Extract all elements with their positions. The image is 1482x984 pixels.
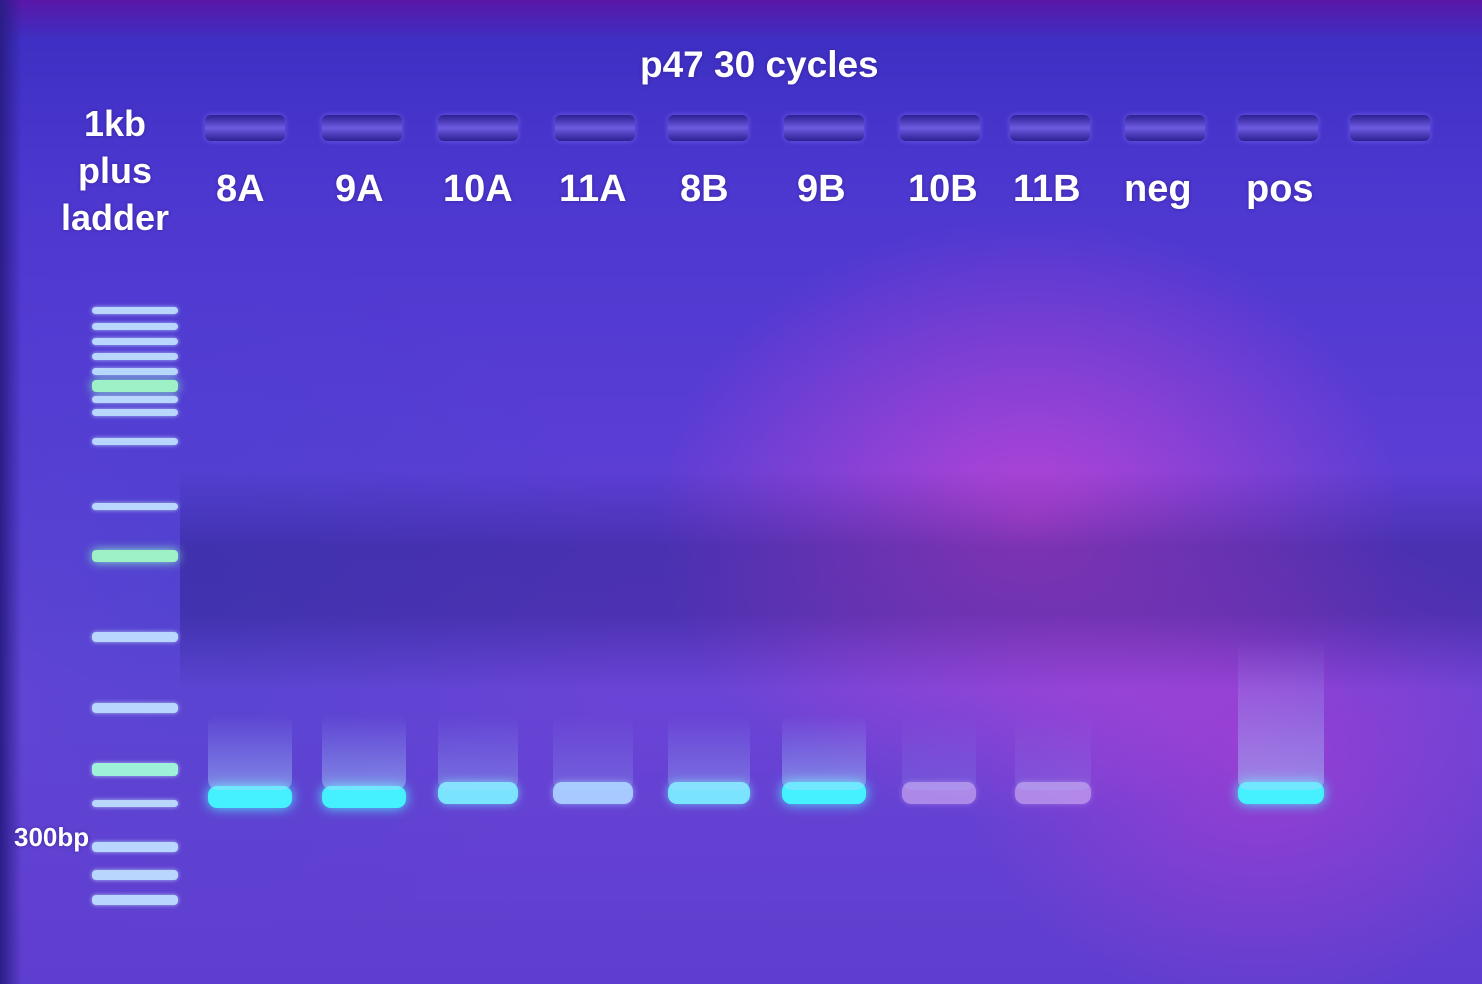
lane-label-10a: 10A (443, 168, 513, 210)
size-marker-300bp: 300bp (14, 822, 90, 852)
ladder-label: 1kb plus ladder (40, 100, 190, 241)
ladder-band (92, 353, 178, 360)
lane-label-11b: 11B (1013, 168, 1081, 210)
ladder-band (92, 307, 178, 314)
ladder-band (92, 409, 178, 416)
ladder-label-line: ladder (60, 197, 170, 238)
pcr-band-9a (322, 786, 406, 808)
well (1350, 115, 1430, 141)
gel-title: p47 30 cycles (640, 44, 879, 85)
pcr-band-pos (1238, 782, 1324, 804)
lane-label-8b: 8B (680, 168, 729, 210)
gel-shadow-band (180, 470, 1482, 690)
ladder-band (92, 368, 178, 375)
pcr-band-8a (208, 786, 292, 808)
well (784, 115, 864, 141)
band-smear (1238, 640, 1324, 790)
ladder-band (92, 870, 178, 880)
gel-left-edge (0, 0, 22, 984)
ladder-band (92, 396, 178, 403)
band-smear (1015, 715, 1091, 790)
well (1010, 115, 1090, 141)
gel-top-edge (0, 0, 1482, 40)
ladder-band (92, 438, 178, 445)
ladder-band (92, 323, 178, 330)
ladder-label-line: 1kb (83, 103, 147, 144)
lane-label-8a: 8A (216, 168, 265, 210)
ladder-band (92, 763, 178, 776)
band-smear (322, 715, 406, 790)
ladder-band (92, 800, 178, 807)
band-smear (208, 715, 292, 790)
ladder-band (92, 503, 178, 510)
well (322, 115, 402, 141)
lane-label-9b: 9B (797, 168, 846, 210)
band-smear (668, 715, 750, 790)
pcr-band-11a (553, 782, 633, 804)
band-smear (553, 715, 633, 790)
lane-label-9a: 9A (335, 168, 384, 210)
lane-label-pos: pos (1246, 168, 1314, 210)
band-smear (782, 715, 866, 790)
well (555, 115, 635, 141)
ladder-band (92, 895, 178, 905)
ladder-label-line: plus (77, 150, 152, 191)
ladder-band (92, 842, 178, 852)
well (900, 115, 980, 141)
band-smear (902, 715, 976, 790)
well-ladder-area (205, 115, 285, 141)
lane-label-10b: 10B (908, 168, 978, 210)
ladder-band (92, 632, 178, 642)
well (438, 115, 518, 141)
ladder-band (92, 338, 178, 345)
pcr-band-8b (668, 782, 750, 804)
well (668, 115, 748, 141)
well (1125, 115, 1205, 141)
pcr-band-10b (902, 782, 976, 804)
pcr-band-9b (782, 782, 866, 804)
well (1238, 115, 1318, 141)
pcr-band-11b (1015, 782, 1091, 804)
band-smear (438, 715, 518, 790)
ladder-band (92, 703, 178, 713)
lane-label-11a: 11A (559, 168, 627, 210)
ladder-band-bright (92, 380, 178, 392)
lane-label-neg: neg (1124, 168, 1192, 210)
pcr-band-10a (438, 782, 518, 804)
ladder-band-bright (92, 550, 178, 562)
